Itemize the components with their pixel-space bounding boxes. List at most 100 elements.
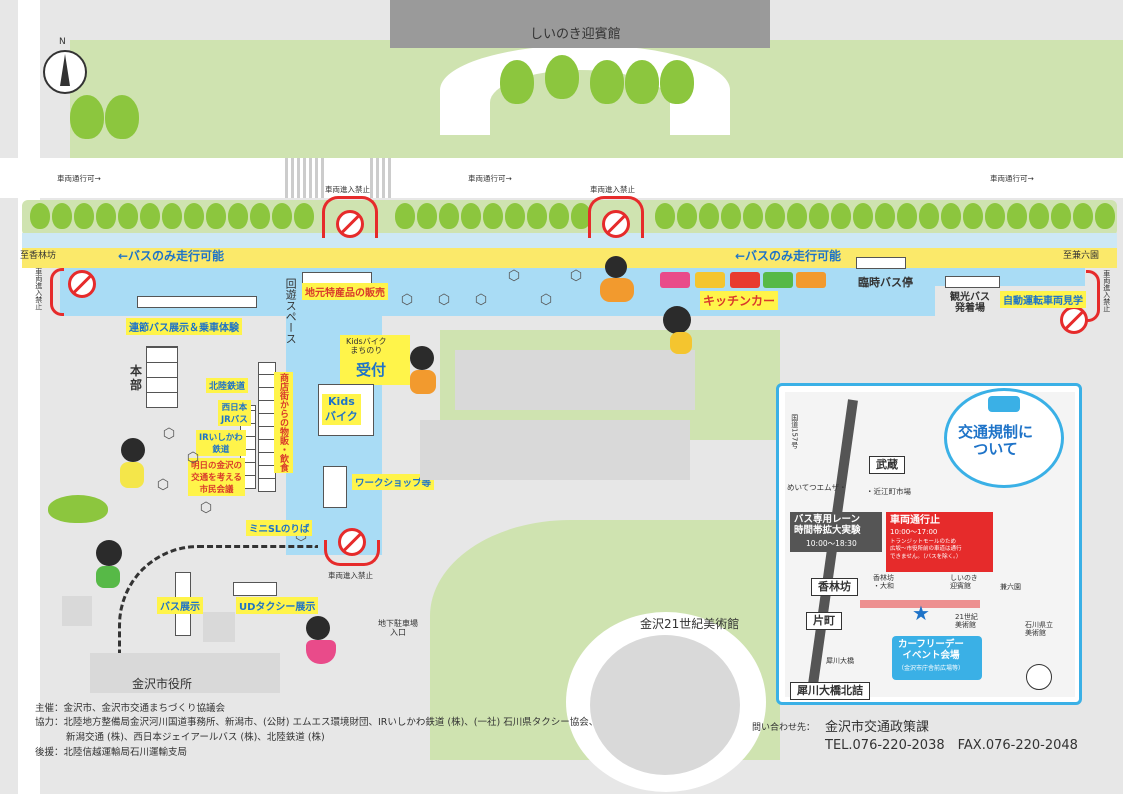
bus-lane-time: 10:00～18:30 [806, 539, 857, 548]
closed-box [886, 512, 993, 572]
child-illustration [605, 256, 627, 278]
kids-bike-reception-label-2: 受付 [356, 361, 387, 379]
honbu-tent [146, 346, 178, 408]
contact-label: 問い合わせ先： [752, 723, 816, 733]
tree-icon [96, 203, 116, 229]
cooperation-text-1: 北陸地方整備局金沢河川国道事務所、新潟市、(公財) エムエス環境財団、IRいしか… [63, 717, 599, 728]
tree-icon [897, 203, 917, 229]
tree-icon [590, 60, 624, 104]
tree-icon [439, 203, 459, 229]
hex-marker: ⬡ [400, 292, 414, 308]
inset-north-icon [1026, 664, 1052, 690]
inset-ishikawa-museum: 石川県立 美術館 [1025, 621, 1053, 637]
tree-icon [70, 95, 104, 139]
inset-title: 交通規制に ついて [958, 423, 1034, 458]
kitchen-car-green [763, 272, 793, 288]
child-illustration [120, 462, 144, 488]
tree-icon [545, 55, 579, 99]
tree-icon [206, 203, 226, 229]
tree-icon [765, 203, 785, 229]
tree-icon [294, 203, 314, 229]
tree-icon [74, 203, 94, 229]
hex-marker: ⬡ [569, 268, 583, 284]
tree-icon [417, 203, 437, 229]
no-entry-label-right: 車両進入禁止 [1102, 270, 1111, 312]
closed-note: トランジットモールのため 広坂～市役所前の車道は通行 できません。（バスを除く。… [890, 539, 962, 560]
star-icon: ★ [912, 601, 930, 625]
crosswalk-2 [370, 158, 392, 198]
traffic-ok-2: 車両通行可→ [468, 174, 512, 183]
no-entry-icon [68, 270, 96, 298]
north-label: N [59, 37, 66, 47]
inset-korinbo-daiwa: 香林坊 ・大和 [873, 574, 894, 590]
museum-inner [590, 635, 740, 775]
traffic-ok-1: 車両通行可→ [57, 174, 101, 183]
autonomous-label: 自動運転車両見学 [1000, 291, 1086, 308]
cooperation-line-2: 新潟交通 (株)、西日本ジェイアールバス (株)、北陸鉄道 (株) [66, 732, 325, 743]
building-small-1 [62, 596, 92, 626]
hex-marker: ⬡ [156, 477, 170, 493]
ir-ishikawa-label: IRいしかわ 鉄道 [196, 430, 246, 456]
tree-icon [625, 60, 659, 104]
inset-korinbo: 香林坊 [811, 578, 858, 597]
tour-bus-tent [945, 276, 1000, 288]
blue-strip-top [22, 233, 1117, 249]
city-hall-label: 金沢市役所 [132, 677, 193, 691]
ud-tent [233, 582, 277, 596]
child-illustration [663, 306, 691, 334]
no-entry-label-2: 車両進入禁止 [590, 185, 635, 194]
building-right [455, 350, 695, 410]
gate-bottom [324, 540, 380, 566]
venue-sub: （金沢市庁舎前広場等） [898, 665, 965, 672]
crosswalk [285, 158, 325, 198]
no-entry-label-1: 車両進入禁止 [325, 185, 370, 194]
road-left-vertical [18, 0, 40, 794]
traffic-ok-3: 車両通行可→ [990, 174, 1034, 183]
bus-lane-label: バス専用レーン 時間帯拡大実験 [794, 514, 861, 537]
cooperation: 協力：北陸地方整備局金沢河川国道事務所、新潟市、(公財) エムエス環境財団、IR… [35, 717, 599, 728]
tree-icon [52, 203, 72, 229]
hex-marker: ⬡ [474, 292, 488, 308]
north-arrow-needle [60, 54, 70, 86]
gate-right [1086, 270, 1100, 322]
tree-icon [140, 203, 160, 229]
closed-time: 10:00～17:00 [890, 528, 938, 536]
building-small-2 [203, 612, 235, 642]
venue-box [892, 636, 982, 680]
support-label: 後援： [35, 747, 64, 758]
child-illustration [306, 616, 330, 640]
tree-icon [1051, 203, 1071, 229]
tree-icon [118, 203, 138, 229]
tree-icon [461, 203, 481, 229]
to-korinbo-label: 至香林坊 [20, 251, 57, 261]
future-transport-label: 明日の金沢の 交通を考える 市民会議 [188, 458, 246, 496]
tree-icon [809, 203, 829, 229]
bus-only-label-1: ←バスのみ走行可能 [118, 249, 225, 263]
hex-marker: ⬡ [186, 450, 200, 466]
child-illustration [96, 566, 120, 588]
tree-icon [250, 203, 270, 229]
inset-shiinoki: しいのき 迎賓館 [950, 574, 978, 590]
tent-long [137, 296, 257, 308]
tree-icon [655, 203, 675, 229]
national-route-label: 国道157号 [790, 414, 799, 449]
hex-marker: ⬡ [437, 292, 451, 308]
hex-marker: ⬡ [507, 268, 521, 284]
bus-lane-box [790, 512, 882, 552]
kitchen-car-pink [660, 272, 690, 288]
parking-label: 地下駐車場 入口 [378, 619, 418, 637]
gate-left [50, 268, 64, 316]
bus-only-band [22, 248, 1117, 268]
market-food-label: 商店街からの物販・飲食 [274, 372, 293, 473]
temp-bus-stop-label: 臨時バス停 [858, 276, 913, 289]
tree-icon [1029, 203, 1049, 229]
tree-icon [483, 203, 503, 229]
gate-2 [588, 196, 644, 238]
building-right-2 [420, 420, 690, 480]
tree-icon [162, 203, 182, 229]
ud-taxi-label: UDタクシー展示 [236, 597, 319, 614]
no-entry-label-left: 車両進入禁止 [34, 268, 43, 310]
organizer-label: 主催： [35, 703, 64, 714]
road-top-horizontal [0, 158, 1123, 198]
tree-icon [853, 203, 873, 229]
